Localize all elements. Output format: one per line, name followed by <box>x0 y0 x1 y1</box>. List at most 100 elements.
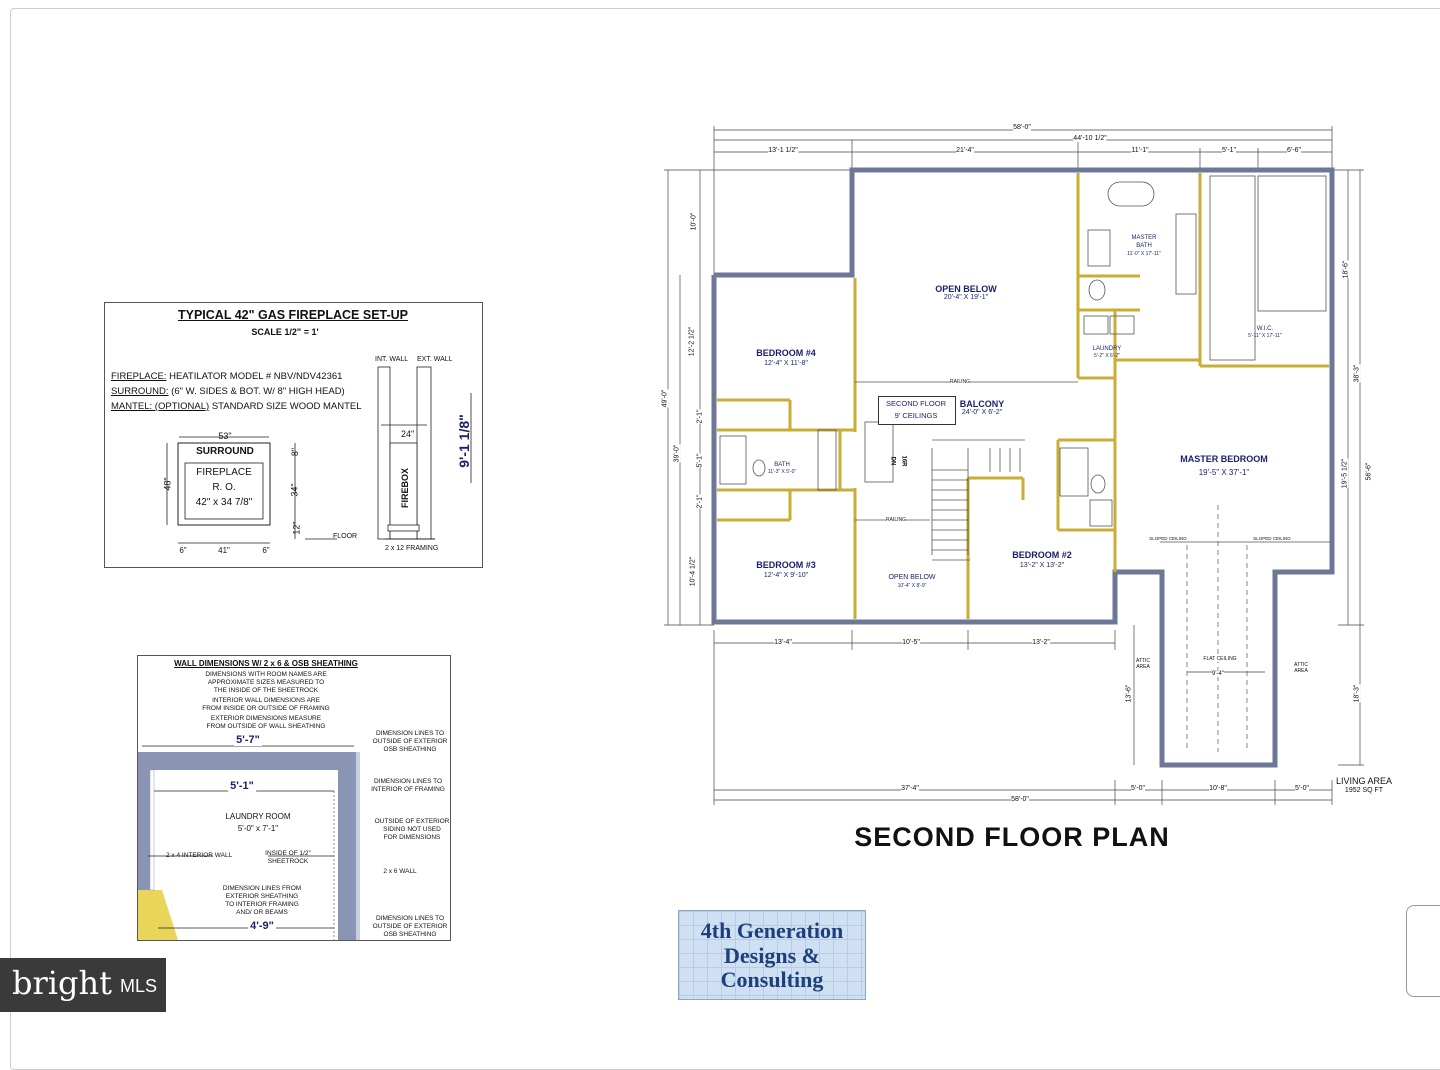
room-open-below2: OPEN BELOW <box>888 574 936 581</box>
dim-left-2b: 2'-1" <box>696 494 704 509</box>
stair-risers-label: 16R <box>900 455 907 467</box>
flat-ceiling: FLAT CEILING <box>1203 656 1237 662</box>
bright-brand: bright <box>12 964 112 1002</box>
room-bedroom3-size: 12'-4" X 9'-10" <box>763 572 809 579</box>
wall-r1-a: DIMENSION LINES TO <box>375 730 445 737</box>
dim-right-18-3: 18'-3" <box>1353 684 1361 703</box>
plan-title: SECOND FLOOR PLAN <box>854 822 1170 852</box>
dim-right-19: 19'-5 1/2" <box>1341 458 1349 489</box>
dim-41: 41" <box>218 546 230 555</box>
dim-left-104: 10'-4 1/2" <box>689 556 697 587</box>
wall-r5-c: OSB SHEATHING <box>383 931 437 938</box>
ro-line1: FIREPLACE <box>196 467 252 478</box>
room-wic-size: 5'-11" X 17'-11" <box>1248 333 1282 339</box>
bright-mls-watermark: bright MLS <box>0 958 166 1012</box>
wall-from-c: TO INTERIOR FRAMING <box>225 901 299 908</box>
dim-53: 53" <box>218 431 232 441</box>
room-laundry-size: 5'-2" X 6'-2" <box>1093 353 1121 359</box>
dim-left-12: 12'-2 1/2" <box>688 326 696 357</box>
mantel-spec-line: MANTEL: (OPTIONAL) STANDARD SIZE WOOD MA… <box>111 401 362 412</box>
ro-line3: 42" x 34 7/8" <box>195 497 253 508</box>
fireplace-spec-label: FIREPLACE: <box>111 371 167 382</box>
fireplace-spec-value: HEATILATOR MODEL # NBV/NDV42361 <box>169 371 343 382</box>
dim-left-2a: 2'-1" <box>696 409 704 424</box>
ceiling-height-label: 9' CEILINGS <box>894 411 938 420</box>
dim-5a: 5'-0" <box>1131 785 1145 792</box>
fireplace-scale: SCALE 1/2" = 1' <box>251 327 319 337</box>
wall-from-d: AND/ OR BEAMS <box>236 909 288 916</box>
railing-label-1: RAILING <box>949 379 971 385</box>
room-open-below1: OPEN BELOW <box>935 284 997 294</box>
attic-area-2a: ATTIC <box>1293 662 1309 668</box>
dim-37: 37'-4" <box>901 785 919 792</box>
designer-logo: 4th Generation Designs & Consulting <box>678 910 866 1000</box>
dim-11: 11'-1" <box>1131 147 1149 154</box>
surround-spec-value: (6" W. SIDES & BOT. W/ 8" HIGH HEAD) <box>171 386 345 397</box>
wall-r4: 2 x 6 WALL <box>383 868 417 875</box>
dim-13b-bottom: 13'-2" <box>1032 639 1050 646</box>
room-bedroom4: BEDROOM #4 <box>756 348 816 358</box>
dim-left-49: 49'-0" <box>661 389 669 408</box>
surround-label: SURROUND <box>196 446 254 457</box>
room-wic: W.I.C. <box>1256 326 1274 332</box>
dim-24: 24" <box>401 429 415 439</box>
dim-13-top: 13'-1 1/2" <box>768 147 798 154</box>
room-balcony-size: 24'-0" X 6'-2" <box>961 409 1003 416</box>
logo-line1: 4th Generation <box>700 918 844 943</box>
mantel-spec-label: MANTEL: (OPTIONAL) <box>111 401 210 412</box>
wall-dim-bottom: 4'-9" <box>248 920 276 932</box>
railing-label-2: RAILING <box>885 517 907 523</box>
room-master-bath-size: 11'-0" X 17'-11" <box>1127 251 1161 257</box>
wall-inside-b: SHEETROCK <box>267 858 309 865</box>
wall-r2-a: DIMENSION LINES TO <box>373 778 443 785</box>
fireplace-detail-panel: TYPICAL 42" GAS FIREPLACE SET-UP SCALE 1… <box>104 302 483 568</box>
attic-depth-dim: 13'-6" <box>1125 684 1133 703</box>
ro-line2: R. O. <box>212 482 236 493</box>
ext-wall-label: EXT. WALL <box>417 356 453 363</box>
wall-interior-label: 2 x 4 INTERIOR WALL <box>166 852 233 859</box>
room-master-bath1: MASTER <box>1131 235 1157 241</box>
framing-label: 2 x 12 FRAMING <box>385 545 439 552</box>
mls-label: MLS <box>120 976 158 996</box>
fireplace-title: TYPICAL 42" GAS FIREPLACE SET-UP <box>177 308 409 322</box>
surround-spec-line: SURROUND: (6" W. SIDES & BOT. W/ 8" HIGH… <box>111 386 345 397</box>
living-area-label: LIVING AREA <box>1335 776 1393 786</box>
mantel-spec-value: STANDARD SIZE WOOD MANTEL <box>211 401 362 412</box>
wall-section-drawing <box>138 745 360 940</box>
room-bath-size: 11'-3" X 5'-0" <box>767 469 797 475</box>
sloped-ceiling-1: SLOPED CEILING <box>1149 536 1187 541</box>
wall-inside-a: INSIDE OF 1/2" <box>265 850 311 857</box>
room-bedroom4-size: 12'-4" X 11'-8" <box>764 360 808 367</box>
wall-note3-b: FROM OUTSIDE OF WALL SHEATHING <box>206 723 326 730</box>
wall-dim-inner: 5'-1" <box>228 780 256 792</box>
second-floor-label: SECOND FLOOR <box>885 399 947 408</box>
attic-area-2b: AREA <box>1294 668 1308 674</box>
wall-from-a: DIMENSION LINES FROM <box>222 885 302 892</box>
dim-13-bottom: 13'-4" <box>774 639 792 646</box>
wall-r5-b: OUTSIDE OF EXTERIOR <box>372 923 448 930</box>
stair-dn-label: DN <box>889 456 896 466</box>
dim-left-10: 10'-0" <box>690 212 698 231</box>
logo-line3: Consulting <box>720 967 824 992</box>
room-master-bath2: BATH <box>1136 243 1152 249</box>
fireplace-drawing <box>166 366 472 544</box>
second-floor-ceiling-box <box>878 396 956 425</box>
wall-room-size: 5'-0" x 7'-1" <box>237 824 279 833</box>
wall-r3-c: FOR DIMENSIONS <box>383 834 441 841</box>
dim-21: 21'-4" <box>956 147 974 154</box>
wall-room-name: LAUNDRY ROOM <box>225 812 291 821</box>
room-open-below1-size: 20'-4" X 19'-1" <box>943 294 989 301</box>
wall-r5-a: DIMENSION LINES TO <box>375 915 445 922</box>
dim-6a: 6" <box>179 546 187 555</box>
dim-5b: 5'-0" <box>1295 785 1309 792</box>
dim-10-bottom: 10'-5" <box>902 639 920 646</box>
room-bedroom2-size: 13'-2" X 13'-2" <box>1019 562 1065 569</box>
logo-line2: Designs & <box>724 943 820 968</box>
dim-left-51: 5'-1" <box>696 453 704 468</box>
wall-note1-c: THE INSIDE OF THE SHEETROCK <box>213 687 319 694</box>
wall-from-b: EXTERIOR SHEATHING <box>225 893 299 900</box>
page-corner-tab <box>1406 905 1440 997</box>
room-open-below2-size: 10'-4" X 8'-9" <box>897 583 927 589</box>
wall-r1-c: OSB SHEATHING <box>383 746 437 753</box>
dim-10b: 10'-8" <box>1209 785 1227 792</box>
